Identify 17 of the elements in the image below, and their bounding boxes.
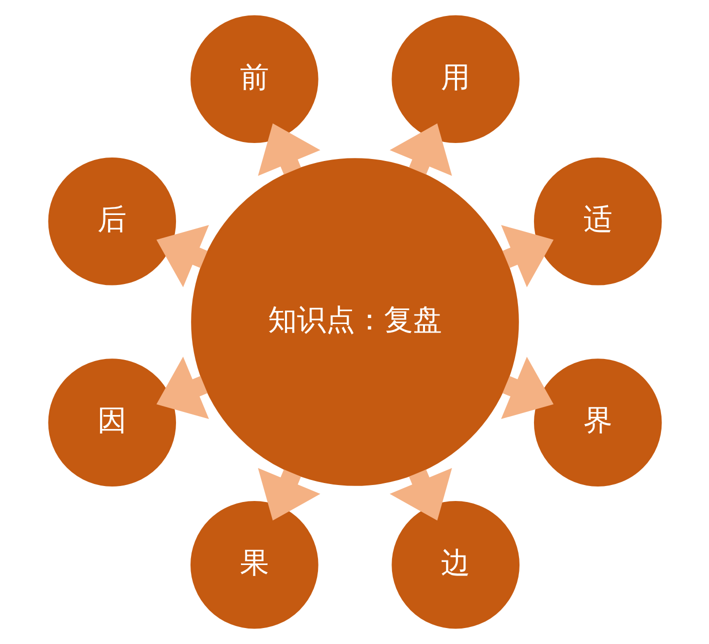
arrow: [257, 123, 320, 176]
arrow: [389, 468, 452, 521]
node-circle: 因: [48, 358, 176, 486]
arrow: [500, 225, 554, 288]
node-circle: 知识点：复盘: [190, 158, 518, 486]
node-circle: 适: [533, 157, 662, 286]
node-circle: 前: [190, 15, 318, 144]
node-circle: 果: [190, 500, 318, 629]
arrow: [389, 123, 452, 176]
node-circle: 边: [391, 500, 520, 629]
node-circle: 用: [391, 15, 520, 144]
node-circle: 界: [533, 358, 662, 486]
arrow: [257, 468, 320, 521]
arrow: [156, 225, 208, 288]
arrow: [156, 356, 208, 420]
node-circle: 后: [48, 157, 176, 286]
arrow: [500, 356, 554, 420]
